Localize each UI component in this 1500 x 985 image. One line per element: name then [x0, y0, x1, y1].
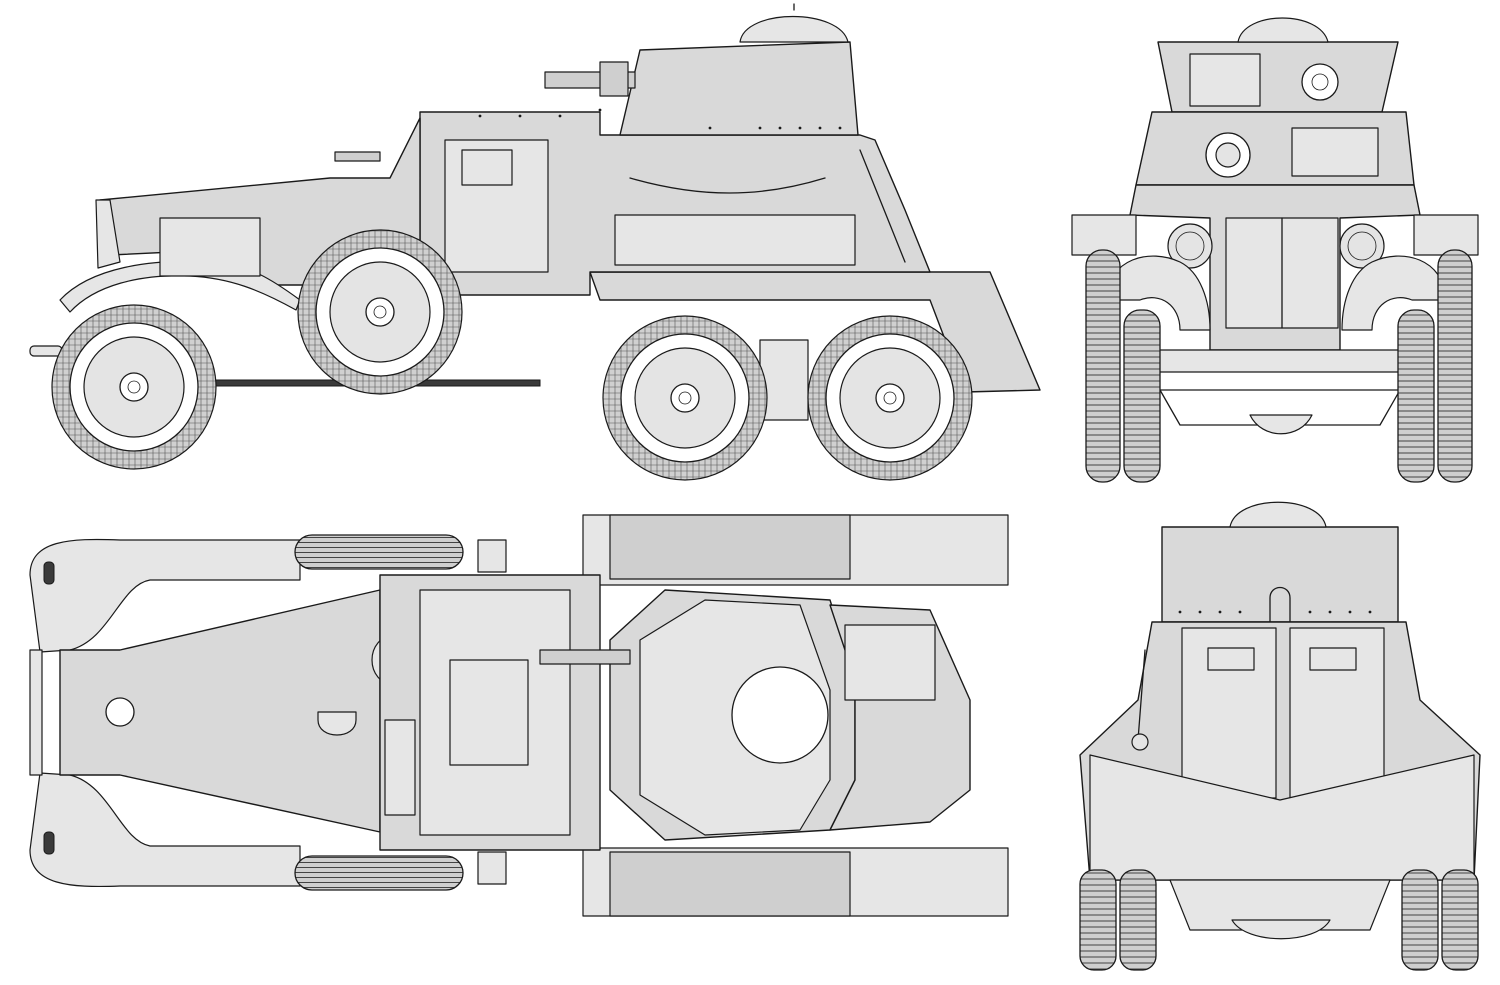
top-fender-left: [29, 538, 301, 653]
side-wheel-middle: [297, 229, 463, 395]
rear-tyre-2: [1119, 869, 1157, 971]
side-handrail: [629, 177, 826, 194]
front-headlight-left: [1167, 223, 1213, 269]
rear-cupola: [1229, 501, 1327, 528]
side-radiator: [95, 199, 121, 269]
top-roof-hatch: [449, 659, 529, 766]
front-side-box-left: [1071, 214, 1137, 256]
top-tyre-front-left: [294, 534, 464, 570]
rear-underside: [1169, 879, 1391, 931]
top-fender-right: [29, 772, 301, 888]
side-rivets: [478, 108, 842, 130]
front-fender-left: [1105, 255, 1211, 331]
side-hull-mg: [334, 151, 381, 162]
rear-tyre-1: [1079, 869, 1117, 971]
top-view: [29, 514, 1009, 917]
side-stowage-box: [614, 214, 856, 266]
top-bumper: [29, 649, 43, 776]
front-axle: [1159, 389, 1401, 426]
top-tyre-front-right: [294, 855, 464, 891]
top-cupola: [731, 666, 829, 764]
rear-turret: [1161, 526, 1399, 623]
side-wheel-rear-1: [602, 315, 768, 481]
side-wheel-front: [51, 304, 217, 470]
front-tyre-left-outer: [1085, 249, 1121, 483]
front-bumper: [1135, 349, 1421, 373]
front-tyre-left-inner: [1123, 309, 1161, 483]
front-view: [1071, 17, 1479, 483]
rear-tyre-3: [1401, 869, 1439, 971]
side-view: [29, 3, 1041, 481]
rear-tyre-4: [1441, 869, 1479, 971]
side-wheel-rear-2: [807, 315, 973, 481]
front-headlight-right: [1339, 223, 1385, 269]
rear-lower-plate: [1089, 754, 1475, 881]
side-rear-suspension: [759, 339, 809, 421]
rear-rivets: [1178, 610, 1372, 614]
side-turret-cupola: [739, 16, 849, 43]
rear-view: [1079, 501, 1481, 971]
front-hatch: [1291, 127, 1379, 177]
front-side-box-right: [1413, 214, 1479, 256]
front-tyre-right-outer: [1437, 249, 1473, 483]
front-cupola: [1237, 17, 1329, 43]
front-fender-right: [1341, 255, 1447, 331]
side-hood-panel: [159, 217, 261, 277]
rear-pipe: [1137, 649, 1146, 741]
front-tyre-right-inner: [1397, 309, 1435, 483]
side-turret: [619, 41, 859, 136]
side-bumper: [29, 345, 63, 357]
top-main-gun: [539, 649, 631, 665]
